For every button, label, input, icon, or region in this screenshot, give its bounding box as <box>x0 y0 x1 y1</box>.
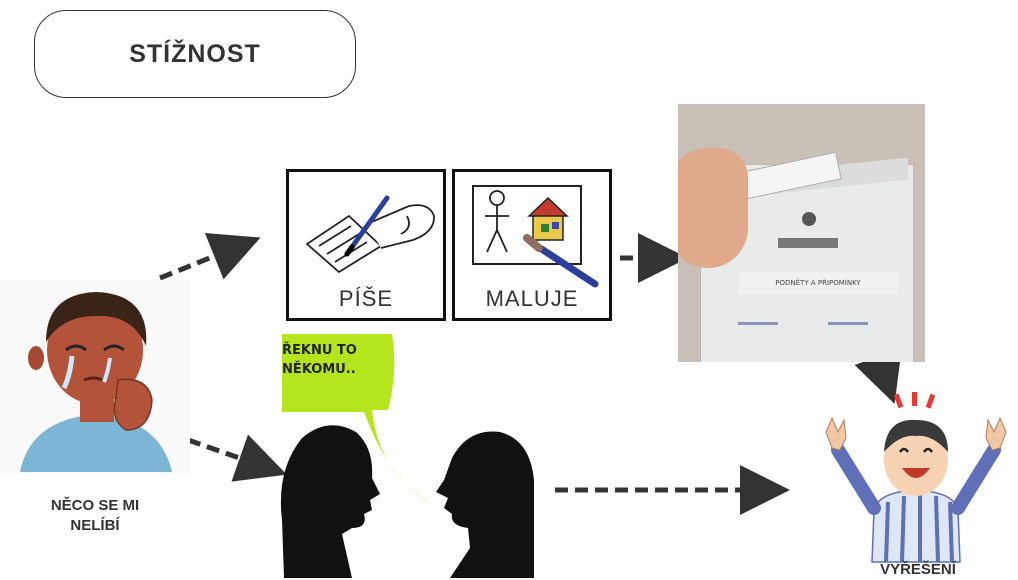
arrow-mailbox-to-solution <box>854 348 902 404</box>
problem-caption-line2: NELÍBÍ <box>70 517 120 534</box>
title-box: STÍŽNOST <box>34 10 356 98</box>
card-writes: PÍŠE <box>286 169 446 321</box>
card-writes-label: PÍŠE <box>338 286 394 311</box>
listener-silhouette <box>436 431 534 578</box>
speech-bubble-line2: NĚKOMU.. <box>282 362 356 377</box>
crying-person-icon <box>20 292 172 472</box>
diagram-title: STÍŽNOST <box>129 39 261 68</box>
painting-icon <box>472 185 599 288</box>
mailbox-sign: PODNĚTY A PŘIPOMÍNKY <box>738 272 898 294</box>
problem-caption-line1: NĚCO SE MI <box>50 497 140 514</box>
card-draws-label: MALUJE <box>485 286 579 311</box>
mailbox-photo: PODNĚTY A PŘIPOMÍNKY <box>678 104 925 362</box>
arrow-to-cards <box>159 233 261 281</box>
problem-caption: NĚCO SE MI NELÍBÍ <box>0 496 190 536</box>
speaker-silhouette <box>280 425 380 578</box>
hand-icon <box>678 148 748 268</box>
writing-hand-icon <box>305 195 435 274</box>
conversation-silhouettes <box>280 425 534 578</box>
arrow-to-conversation <box>187 434 287 482</box>
speech-bubble-text: ŘEKNU TO NĚKOMU.. <box>282 341 357 379</box>
lock-icon <box>802 212 816 226</box>
card-draws: MALUJE <box>452 169 612 321</box>
speech-bubble <box>282 334 432 504</box>
sad-person-panel <box>0 280 190 475</box>
happy-person-icon <box>825 392 1007 563</box>
solution-caption: VYŘEŠENÍ <box>880 561 956 578</box>
speech-bubble-line1: ŘEKNU TO <box>282 343 357 358</box>
